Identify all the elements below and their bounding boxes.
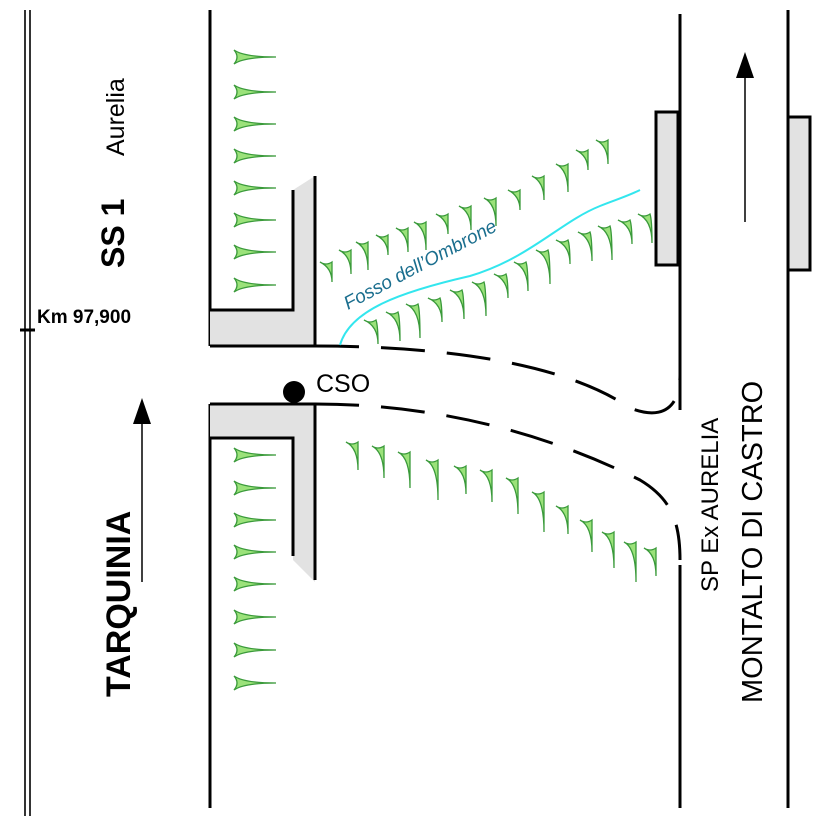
left-edge-double-line — [24, 10, 31, 816]
grass-tuft-icon — [319, 260, 333, 283]
grass-tuft-icon — [233, 675, 277, 691]
connector-lower-dashed — [314, 402, 682, 561]
grass-tuft-icon — [637, 212, 653, 244]
direction-left-label: TARQUINIA — [100, 511, 138, 697]
grass-tuft-icon — [471, 280, 487, 317]
grass-tuft-icon — [233, 244, 277, 260]
grass-tuft-icon — [385, 310, 401, 342]
grass-tuft-icon — [601, 530, 615, 569]
grass-tuft-icon — [577, 230, 593, 262]
grass-tuft-icon — [535, 248, 551, 285]
lower-barrier — [210, 402, 317, 582]
road-secondary-label: SP Ex AURELIA — [697, 418, 724, 592]
grass-tuft-icon — [435, 212, 449, 235]
grass-tuft-icon — [233, 180, 277, 196]
junction-dot-icon — [283, 381, 305, 403]
grass-tuft-icon — [233, 212, 277, 228]
grass-tuft-icon — [395, 226, 409, 253]
grass-tuft-icon — [531, 174, 545, 201]
grass-tuft-icon — [233, 642, 277, 658]
grass-tuft-icon — [479, 468, 493, 503]
grass-tuft-icon — [405, 302, 421, 339]
grass-tuft-icon — [233, 576, 277, 592]
grass-tuft-icon — [233, 116, 277, 132]
grass-tuft-icon — [413, 220, 427, 251]
grass-tuft-icon — [483, 196, 497, 227]
grass-tuft-icon — [233, 609, 277, 625]
grass-tuft-icon — [595, 138, 609, 165]
upper-barrier — [210, 176, 317, 348]
grass-tuft-icon — [233, 277, 277, 293]
grass-tuft-icon — [617, 218, 633, 245]
grass-tuft-icon — [345, 440, 359, 471]
grass-tuft-icon — [355, 240, 369, 271]
grass-tuft-icon — [233, 49, 277, 65]
grass-tuft-icon — [449, 288, 465, 320]
vegetation-group — [233, 49, 657, 691]
junction-label: CSO — [316, 370, 370, 398]
grass-tuft-icon — [513, 260, 529, 292]
arrow-up-left-icon — [133, 398, 151, 582]
grass-tuft-icon — [555, 162, 569, 193]
road-main-label: SS 1 — [95, 199, 131, 268]
grass-tuft-icon — [233, 84, 277, 100]
grass-tuft-icon — [555, 504, 569, 535]
road-main-name-label: Aurelia — [102, 78, 130, 156]
grass-tuft-icon — [579, 518, 593, 553]
arrow-up-right-icon — [736, 52, 754, 222]
grass-tuft-icon — [363, 318, 379, 345]
right-barrier-far — [786, 115, 812, 272]
grass-tuft-icon — [233, 447, 277, 463]
grass-tuft-icon — [425, 458, 439, 501]
grass-tuft-icon — [507, 188, 521, 211]
km-label: Km 97,900 — [37, 307, 131, 328]
river-line — [339, 189, 641, 346]
direction-right-label: MONTALTO DI CASTRO — [737, 381, 769, 703]
grass-tuft-icon — [575, 148, 589, 171]
grass-tuft-icon — [233, 148, 277, 164]
grass-tuft-icon — [597, 224, 613, 261]
right-barrier-upper — [654, 110, 680, 267]
river-label: Fosso dell’Ombrone — [340, 216, 500, 314]
grass-tuft-icon — [397, 450, 411, 489]
grass-tuft-icon — [531, 490, 545, 533]
grass-tuft-icon — [453, 464, 467, 495]
grass-tuft-icon — [555, 238, 571, 265]
grass-tuft-icon — [427, 296, 443, 323]
grass-tuft-icon — [233, 544, 277, 560]
grass-tuft-icon — [623, 540, 637, 583]
grass-tuft-icon — [338, 248, 352, 275]
connector-upper-dashed — [314, 344, 682, 415]
grass-tuft-icon — [493, 272, 509, 299]
grass-tuft-icon — [458, 204, 472, 231]
grass-tuft-icon — [643, 546, 657, 577]
grass-tuft-icon — [505, 476, 519, 515]
grass-tuft-icon — [233, 480, 277, 496]
grass-tuft-icon — [371, 444, 385, 479]
grass-tuft-icon — [233, 512, 277, 528]
grass-tuft-icon — [375, 233, 389, 256]
